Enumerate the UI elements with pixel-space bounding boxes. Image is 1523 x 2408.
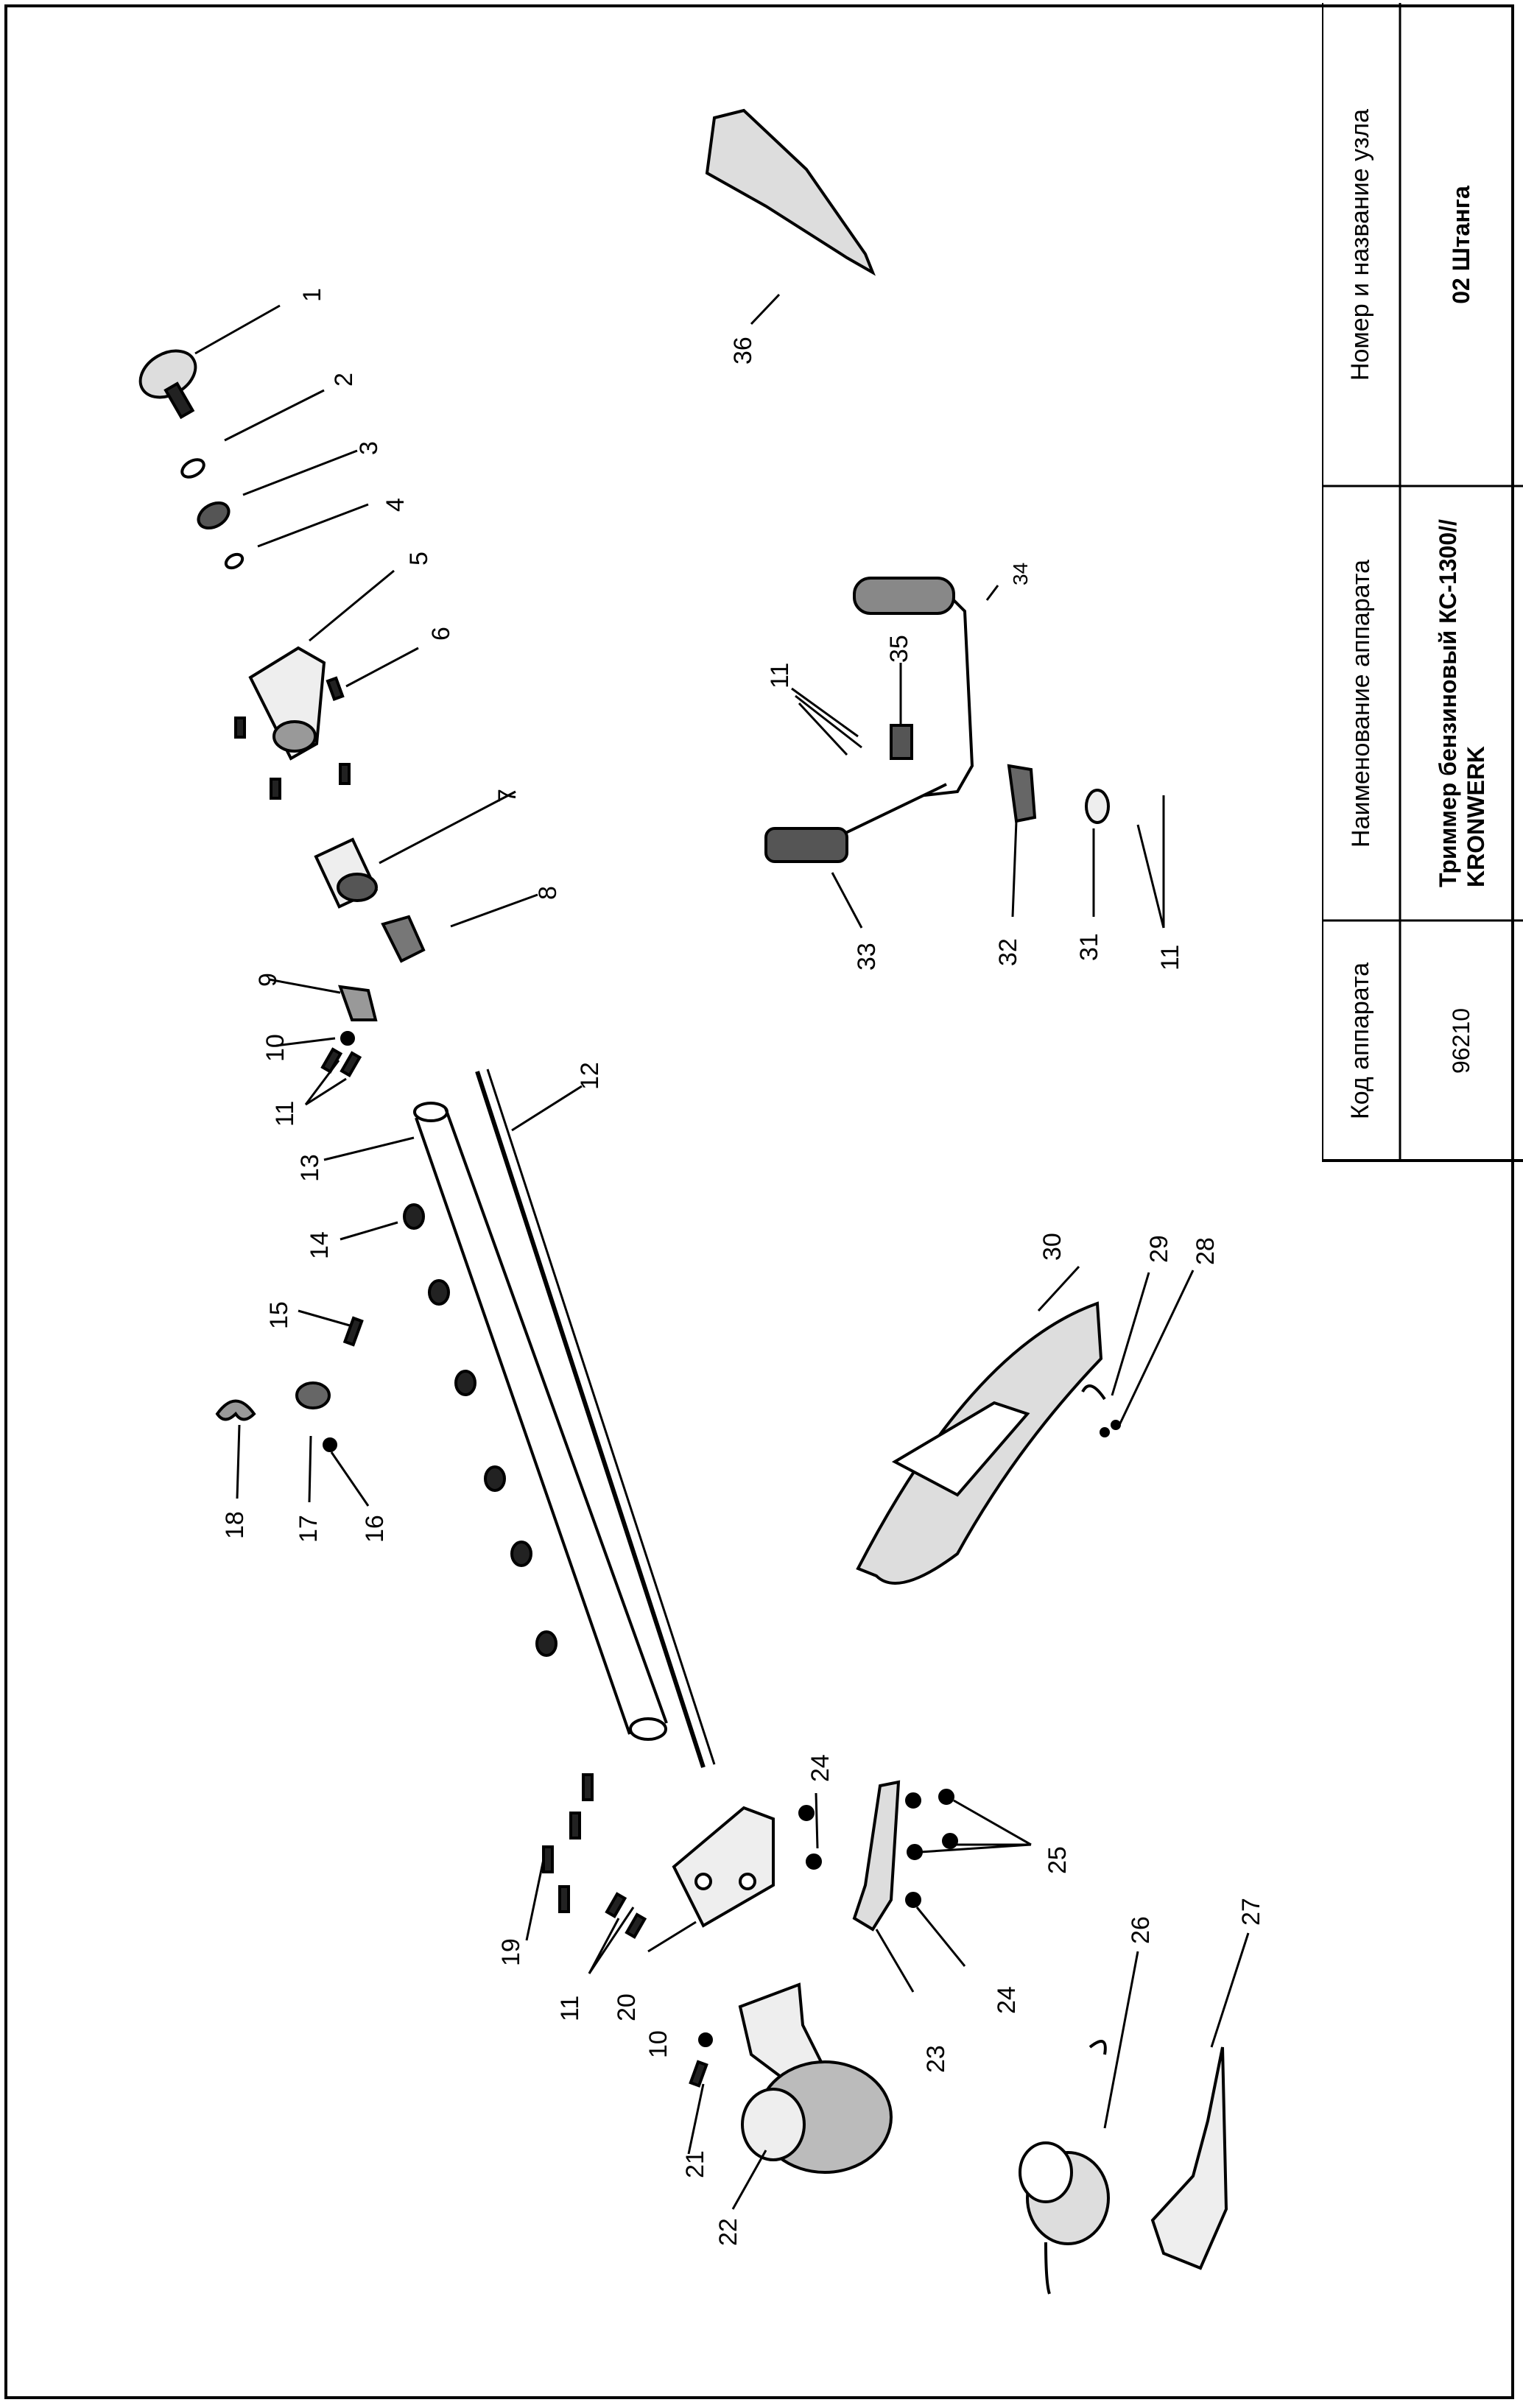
part-2-icon <box>180 389 325 479</box>
label-8: 8 <box>534 886 562 900</box>
code-header: Код аппарата <box>1346 962 1375 1119</box>
part-33-34-handle <box>764 577 1165 929</box>
unit-header: Номер и название узла <box>1346 108 1375 381</box>
label-34: 34 <box>1009 563 1032 585</box>
label-16: 16 <box>361 1515 389 1543</box>
label-32: 32 <box>994 938 1022 966</box>
name-header-cell: Наименование аппарата <box>1322 486 1400 920</box>
part-3-icon <box>197 449 358 530</box>
label-31: 31 <box>1075 933 1103 961</box>
title-block: Код аппарата 96210 Наименование аппарата… <box>1322 0 1523 1162</box>
label-29: 29 <box>1145 1235 1173 1263</box>
label-14: 14 <box>306 1231 334 1259</box>
label-28: 28 <box>1192 1237 1220 1265</box>
label-1: 1 <box>298 288 326 302</box>
label-25: 25 <box>1044 1846 1072 1874</box>
exploded-parts-drawing: 1 2 3 4 5 6 7 8 9 10 11 12 13 14 15 16 1… <box>138 108 1265 2295</box>
label-18: 18 <box>221 1511 249 1539</box>
label-33: 33 <box>853 943 881 971</box>
label-11-d: 11 <box>1156 945 1184 971</box>
label-30: 30 <box>1038 1233 1066 1261</box>
part-23-plate <box>852 1780 915 1993</box>
part-36-bag <box>705 108 876 325</box>
label-10: 10 <box>261 1034 289 1062</box>
name-value-cell: Триммер бензиновый КС-1300// KRONWERK <box>1400 486 1523 920</box>
part-20-clamp <box>588 1806 775 1974</box>
part-5-icon <box>248 569 395 761</box>
label-11: 11 <box>271 1101 299 1127</box>
label-7: 7 <box>493 789 521 803</box>
name-value-line2: KRONWERK <box>1462 745 1489 887</box>
name-value-line1: Триммер бензиновый КС-1300// <box>1434 519 1461 887</box>
part-9-icon <box>268 978 378 1021</box>
label-22: 22 <box>714 2218 742 2246</box>
part-12-shaft <box>475 1069 716 1768</box>
part-30-guard <box>856 1265 1195 1585</box>
unit-value-cell: 02 Штанга <box>1400 3 1523 486</box>
label-27: 27 <box>1237 1898 1265 1926</box>
code-header-cell: Код аппарата <box>1322 920 1400 1161</box>
label-17: 17 <box>295 1515 323 1543</box>
part-10-11-icon <box>275 1031 362 1106</box>
part-15-18-icon <box>215 1309 370 1507</box>
label-11-c: 11 <box>556 1996 584 2021</box>
unit-header-cell: Номер и название узла <box>1322 3 1400 486</box>
code-value-cell: 96210 <box>1400 920 1523 1161</box>
name-value: Триммер бензиновый КС-1300// KRONWERK <box>1434 519 1490 887</box>
label-11-b: 11 <box>766 663 794 689</box>
label-24: 24 <box>806 1754 834 1782</box>
part-1-icon <box>138 304 281 420</box>
part-27-blade <box>1150 1932 1250 2270</box>
label-5: 5 <box>405 552 433 566</box>
label-24-b: 24 <box>993 1986 1021 2014</box>
label-9: 9 <box>254 973 282 987</box>
label-3: 3 <box>355 441 383 455</box>
part-25-nuts <box>905 1789 1032 1860</box>
part-19-bolts <box>525 1773 594 1941</box>
part-14-bushings <box>340 1203 558 1657</box>
part-24-nuts <box>798 1792 966 1967</box>
name-header: Наименование аппарата <box>1346 559 1375 848</box>
label-10-b: 10 <box>644 2030 672 2058</box>
drawing-frame <box>4 4 1514 2399</box>
part-6-icon <box>234 647 419 800</box>
label-19: 19 <box>497 1938 525 1966</box>
part-7-icon <box>314 790 516 909</box>
label-20: 20 <box>613 1993 641 2021</box>
part-8-icon <box>381 893 538 963</box>
label-21: 21 <box>681 2150 709 2178</box>
label-15: 15 <box>265 1301 293 1329</box>
part-26-spool <box>1019 1951 1139 2295</box>
title-block-grid <box>1322 3 1523 1162</box>
label-23: 23 <box>922 2045 950 2073</box>
label-35: 35 <box>885 635 913 663</box>
label-12: 12 <box>576 1062 604 1090</box>
part-22-gearbox <box>687 1982 893 2210</box>
label-36: 36 <box>729 337 757 365</box>
unit-value: 02 Штанга <box>1448 185 1474 304</box>
part-4-icon <box>224 503 369 570</box>
label-2: 2 <box>330 373 358 387</box>
code-value: 96210 <box>1447 1007 1474 1074</box>
label-6: 6 <box>427 627 455 641</box>
label-4: 4 <box>381 498 409 512</box>
label-13: 13 <box>296 1154 324 1182</box>
part-13-tube <box>323 1102 668 1741</box>
label-26: 26 <box>1127 1916 1155 1944</box>
